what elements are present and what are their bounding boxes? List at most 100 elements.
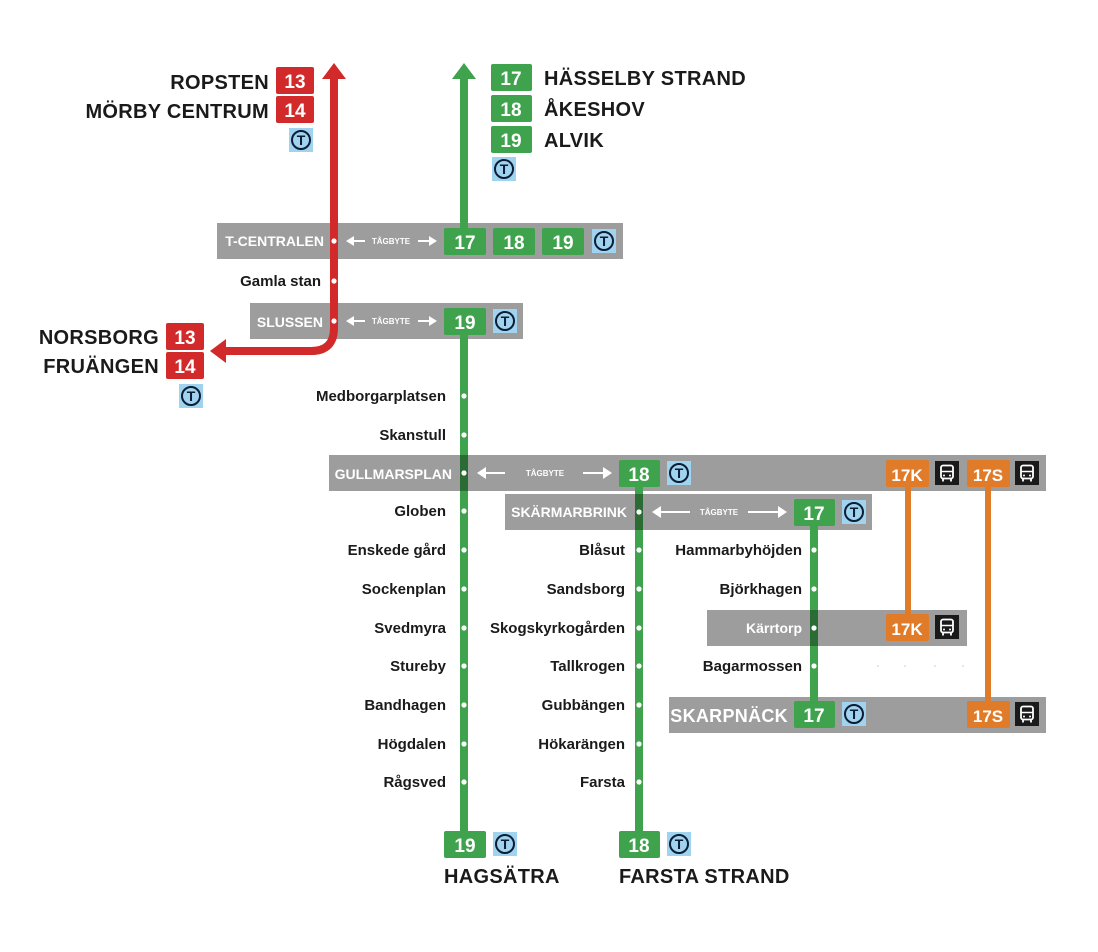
station-dot: [461, 547, 467, 553]
tagbyte-label: TÅGBYTE: [372, 317, 411, 326]
station-dot: [636, 663, 642, 669]
station-dot: [331, 318, 337, 324]
station-svedmyra: Svedmyra: [374, 620, 446, 637]
svg-text:T: T: [675, 465, 684, 481]
station-sockenplan: Sockenplan: [362, 581, 446, 598]
line-badge-19: [542, 228, 584, 255]
station-medborgarplatsen: Medborgarplatsen: [316, 388, 446, 405]
transfer-arrow-icon: [346, 236, 437, 246]
dotted-connector: [877, 665, 964, 667]
station-dot: [636, 741, 642, 747]
station-dot: [461, 663, 467, 669]
station-dot: [811, 547, 817, 553]
station-dot: [811, 586, 817, 592]
bus-icon: [1014, 460, 1040, 486]
line-badge-18: [619, 460, 660, 487]
station-bagarmossen: Bagarmossen: [703, 658, 802, 675]
station-gubbangen: Gubbängen: [542, 697, 625, 714]
metro-T-icon: T: [492, 308, 518, 334]
metro-T-icon: T: [591, 228, 617, 254]
station-dot: [461, 470, 467, 476]
line-badge-19-north-text: 19: [500, 131, 521, 152]
bus-icon: [934, 614, 960, 640]
metro-T-icon: T: [492, 831, 518, 857]
tcentralen-content: T-CENTRALEN TÅGBYTE 17 18 19 T: [225, 228, 617, 255]
dest-alvik: ALVIK: [544, 130, 604, 152]
line-badge-18: [493, 228, 535, 255]
station-hokarangen: Hökarängen: [538, 736, 625, 753]
station-dot: [636, 586, 642, 592]
transfer-arrow-icon: [477, 467, 612, 479]
station-dot: [461, 741, 467, 747]
bus-badge-17s: [967, 701, 1010, 728]
dest-farsta-strand: FARSTA STRAND: [619, 866, 790, 888]
line-badge-18-text: 18: [628, 465, 649, 486]
station-dot: [811, 625, 817, 631]
line-19-stations: Medborgarplatsen Skanstull Globen Ensked…: [316, 388, 467, 791]
metro-T-icon: T: [841, 701, 867, 727]
skarpnack-content: SKARPNÄCK 17 T 17S: [670, 701, 1040, 728]
line-badge-13-north: [276, 67, 314, 94]
station-dot: [461, 432, 467, 438]
line-badge-17-text: 17: [803, 706, 824, 727]
tagbyte-label: TÅGBYTE: [700, 508, 739, 517]
station-skogskyrkogarden: Skogskyrkogården: [490, 620, 625, 637]
tagbyte-label: TÅGBYTE: [526, 469, 565, 478]
station-sandsborg: Sandsborg: [547, 581, 625, 598]
slussen-content: SLUSSEN TÅGBYTE 19 T: [257, 308, 518, 335]
line-17-stations: Hammarbyhöjden Björkhagen Bagarmossen: [675, 542, 817, 675]
station-skarpnack: SKARPNÄCK: [670, 706, 788, 726]
bus-icon: [934, 460, 960, 486]
line-badge-17: [794, 499, 835, 526]
line-badge-19-terminus-text: 19: [454, 836, 475, 857]
bus-badge-17k-text: 17K: [891, 620, 923, 639]
dest-akeshov: ÅKESHOV: [544, 97, 645, 121]
line-badge-18-terminus: [619, 831, 660, 858]
line-badge-14-north-text: 14: [284, 101, 306, 122]
svg-text:T: T: [850, 706, 859, 722]
line-badge-19-terminus: [444, 831, 486, 858]
bus-badge-17k: [886, 614, 929, 641]
termini: 19 T HAGSÄTRA 18 T FARSTA STRAND: [444, 831, 790, 888]
station-dot: [636, 625, 642, 631]
station-dot: [811, 663, 817, 669]
station-slussen: SLUSSEN: [257, 314, 323, 330]
station-globen: Globen: [394, 503, 446, 520]
station-tallkrogen: Tallkrogen: [550, 658, 625, 675]
station-dot: [461, 393, 467, 399]
metro-T-icon: T: [491, 156, 517, 182]
station-dot: [636, 547, 642, 553]
dest-ropsten: ROPSTEN: [170, 72, 269, 94]
station-dot: [461, 508, 467, 514]
svg-text:T: T: [675, 836, 684, 852]
skarmarbrink-content: SKÄRMARBRINK TÅGBYTE 17 T: [511, 499, 867, 526]
gullmarsplan-content: GULLMARSPLAN TÅGBYTE 18 T 17K 17S: [335, 460, 1040, 487]
line-badge-14-north: [276, 96, 314, 123]
line-badge-17-text: 17: [803, 504, 824, 525]
bus-badge-17s: [967, 460, 1010, 487]
svg-text:T: T: [850, 504, 859, 520]
station-ragsved: Rågsved: [383, 774, 446, 791]
station-hammarbyhojden: Hammarbyhöjden: [675, 542, 802, 559]
line-badge-19-text: 19: [454, 313, 475, 334]
line-badge-18-north: [491, 95, 532, 122]
bus-icon: [1014, 701, 1040, 727]
bus-badge-17s-text: 17S: [973, 466, 1003, 485]
tagbyte-label: TÅGBYTE: [372, 237, 411, 246]
station-gamla-stan: Gamla stan: [240, 273, 321, 290]
red-destinations: ROPSTEN 13 MÖRBY CENTRUM 14 T NORSBORG 1…: [39, 67, 314, 409]
station-dot: [461, 702, 467, 708]
line-18-stations: Blåsut Sandsborg Skogskyrkogården Tallkr…: [490, 542, 642, 791]
line-badge-14-south: [166, 352, 204, 379]
line-badge-13-south: [166, 323, 204, 350]
station-farsta: Farsta: [580, 774, 626, 791]
svg-text:T: T: [187, 388, 196, 404]
green-north-destinations: 17 HÄSSELBY STRAND 18 ÅKESHOV 19 ALVIK T: [491, 64, 746, 182]
station-gullmarsplan: GULLMARSPLAN: [335, 466, 452, 482]
station-karrtorp: Kärrtorp: [746, 620, 802, 636]
metro-T-icon: T: [666, 831, 692, 857]
station-bjorkhagen: Björkhagen: [719, 581, 802, 598]
metro-T-icon: T: [666, 460, 692, 486]
dest-hagsatra: HAGSÄTRA: [444, 865, 560, 888]
red-arrow-west: [210, 339, 226, 363]
